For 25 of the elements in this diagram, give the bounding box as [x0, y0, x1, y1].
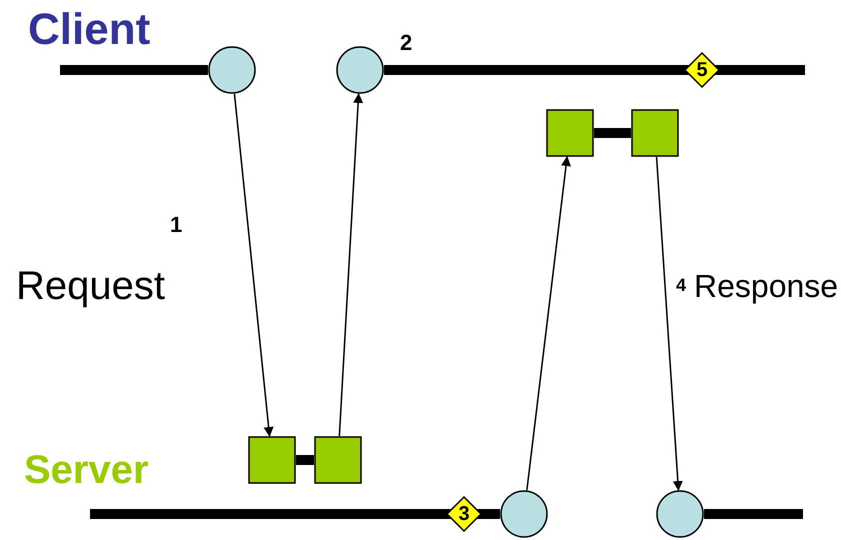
lane-label: Server	[24, 450, 149, 490]
step-number: 1	[170, 214, 182, 236]
step-number: 4	[676, 276, 686, 294]
arrow	[338, 92, 364, 436]
event-circle	[336, 46, 384, 94]
connector-bar	[594, 128, 631, 138]
milestone-diamond	[684, 52, 720, 88]
phase-label: Response	[694, 270, 838, 302]
process-square	[248, 436, 296, 484]
step-number: 5	[696, 60, 708, 80]
milestone-diamond	[446, 496, 482, 532]
process-square	[546, 109, 594, 157]
event-circle	[208, 46, 256, 94]
process-square	[631, 109, 679, 157]
step-number: 2	[400, 32, 412, 54]
event-circle	[656, 490, 704, 538]
phase-label: Request	[16, 266, 165, 306]
arrow	[656, 156, 683, 492]
arrow	[526, 156, 571, 490]
connector-bar	[296, 455, 314, 465]
step-number: 3	[458, 504, 470, 524]
lane-label: Client	[28, 8, 150, 52]
process-square	[314, 436, 362, 484]
arrow	[234, 94, 274, 437]
event-circle	[500, 490, 548, 538]
